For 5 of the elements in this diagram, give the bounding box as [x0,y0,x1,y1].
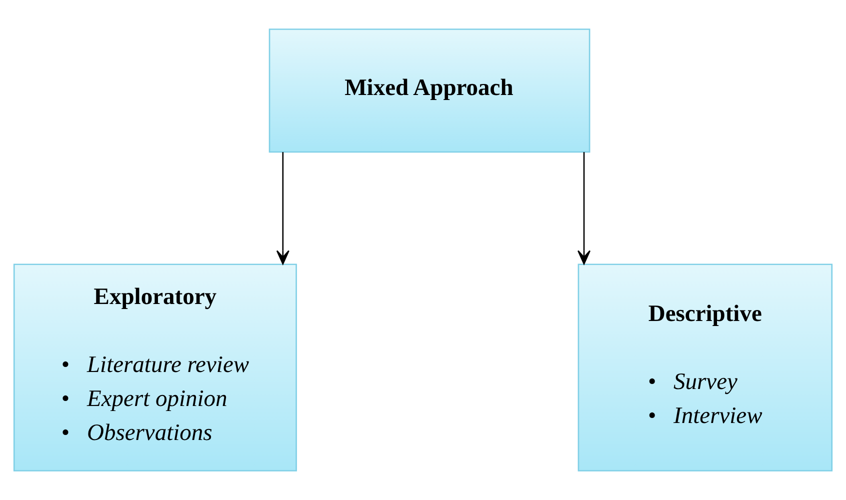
node-box: Exploratory • Literature review • Expert opinion • Observations [13,264,297,472]
node-box: Descriptive • Survey • Interview [578,264,833,472]
arrow [577,152,591,264]
node-box: Mixed Approach [268,28,590,153]
arrow [276,152,290,264]
